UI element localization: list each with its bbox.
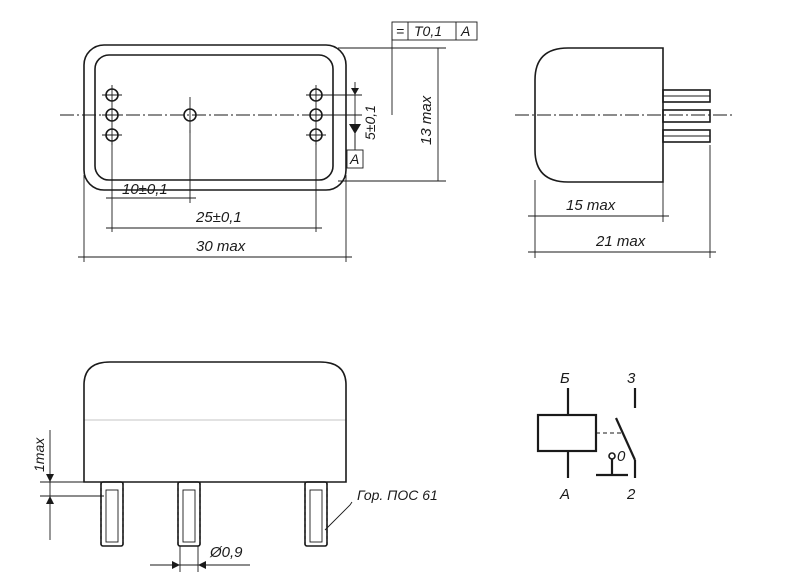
relay-coil bbox=[536, 413, 598, 453]
solder-leader bbox=[324, 501, 353, 531]
dim-length-label: 30 max bbox=[196, 238, 246, 255]
datum-a-label: A bbox=[349, 151, 359, 167]
pin-label-a: A bbox=[559, 486, 570, 503]
dim-total-label: 21 max bbox=[595, 233, 646, 250]
dim-height-label: 13 max bbox=[418, 95, 435, 145]
tolerance-frame bbox=[391, 21, 478, 41]
schematic: Б A 3 2 0 bbox=[536, 370, 637, 503]
front-view-pins bbox=[100, 481, 328, 547]
pin-label-b: Б bbox=[560, 370, 570, 387]
dim-body-label: 15 max bbox=[566, 197, 616, 214]
dim-pin-diameter-label: Ø0,9 bbox=[209, 544, 243, 561]
contact-arm bbox=[614, 417, 637, 461]
side-view: 15 max 21 max bbox=[515, 47, 735, 258]
front-view: 1max Ø0,9 Гор. ПОС 61 bbox=[31, 361, 438, 572]
contact-0-terminal bbox=[608, 452, 616, 460]
side-view-body bbox=[534, 47, 664, 183]
top-view-outer-outline bbox=[83, 44, 347, 191]
solder-note: Гор. ПОС 61 bbox=[357, 487, 438, 503]
pin-label-3: 3 bbox=[627, 370, 636, 387]
pin-label-0: 0 bbox=[617, 448, 626, 465]
dim-first-pin-label: 10±0,1 bbox=[122, 181, 168, 198]
top-view-inner-outline bbox=[94, 54, 334, 181]
side-view-pins bbox=[662, 89, 711, 143]
top-view: 5±0,1 A 13 max = T0,1 A 10±0,1 25±0,1 30… bbox=[60, 21, 478, 262]
front-view-body bbox=[83, 361, 347, 483]
datum-a-box bbox=[346, 149, 364, 169]
dim-standoff-label: 1max bbox=[31, 437, 47, 472]
dim-pin-span-label: 25±0,1 bbox=[195, 209, 242, 226]
pin-label-2: 2 bbox=[626, 486, 636, 503]
tolerance-symbol: = bbox=[396, 23, 404, 39]
tolerance-datum: A bbox=[460, 23, 470, 39]
dim-pitch-label: 5±0,1 bbox=[362, 105, 378, 140]
tolerance-value: T0,1 bbox=[414, 23, 442, 39]
